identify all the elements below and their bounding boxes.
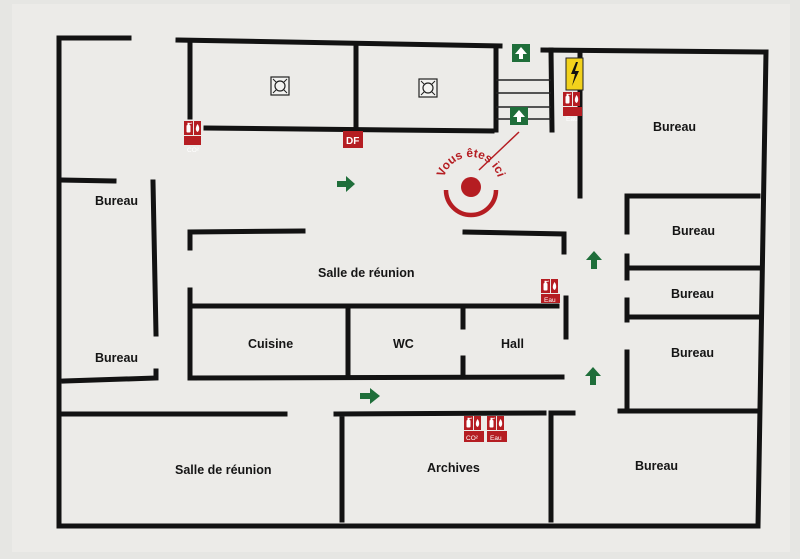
extinguisher-eau-label: Eau xyxy=(544,297,556,304)
extinguisher-eau-label: Eau xyxy=(566,116,578,123)
room-label-bureau-right-4: Bureau xyxy=(671,346,714,360)
room-label-bureau-right-3: Bureau xyxy=(671,287,714,301)
room-label-salle-reunion-center: Salle de réunion xyxy=(318,266,415,280)
fire-extinguisher-icon xyxy=(463,415,484,442)
room-label-bureau-bottom-right: Bureau xyxy=(635,459,678,473)
room-label-hall: Hall xyxy=(501,337,524,351)
fire-door-sign xyxy=(343,131,363,148)
room-label-bureau-left-bottom: Bureau xyxy=(95,351,138,365)
top-rooms-outline xyxy=(187,39,499,134)
evacuation-direction-arrow-icon xyxy=(585,367,601,385)
evacuation-direction-arrow-icon xyxy=(586,251,602,269)
top-wall-left-segment xyxy=(175,37,503,49)
fire-extinguisher-icon xyxy=(540,278,560,303)
lower-corridor-wall-mid xyxy=(333,410,576,523)
room-label-bureau-right-1: Bureau xyxy=(653,120,696,134)
smoke-detector-icon xyxy=(270,76,290,96)
high-voltage-icon xyxy=(565,57,584,91)
room-label-bureau-left-top: Bureau xyxy=(95,194,138,208)
walls xyxy=(56,35,769,529)
extinguisher-co2-label: CO² xyxy=(466,435,479,442)
room-label-bureau-right-2: Bureau xyxy=(672,224,715,238)
room-label-wc: WC xyxy=(393,337,414,351)
fire-door-label: DF xyxy=(346,136,359,147)
evacuation-direction-arrow-icon xyxy=(337,176,355,192)
extinguisher-eau-label: Eau xyxy=(490,435,502,442)
room-label-salle-reunion-bottom: Salle de réunion xyxy=(175,463,272,477)
fire-extinguisher-icon xyxy=(562,91,582,116)
center-block-walls xyxy=(187,228,569,381)
emergency-exit-arrow-icon xyxy=(512,44,530,62)
smoke-detector-icon xyxy=(418,78,438,98)
plan-sheet xyxy=(12,4,790,552)
fire-extinguisher-icon xyxy=(486,415,507,442)
fire-extinguisher-icon xyxy=(183,120,201,145)
left-office-walls xyxy=(59,177,159,384)
room-label-cuisine: Cuisine xyxy=(248,337,293,351)
emergency-exit-arrow-icon xyxy=(510,107,528,125)
extinguisher-co2-label: CO² xyxy=(187,147,200,154)
right-office-walls xyxy=(617,193,761,414)
room-label-archives: Archives xyxy=(427,461,480,475)
evacuation-direction-arrow-icon xyxy=(360,388,380,404)
outer-wall-left xyxy=(56,35,769,529)
